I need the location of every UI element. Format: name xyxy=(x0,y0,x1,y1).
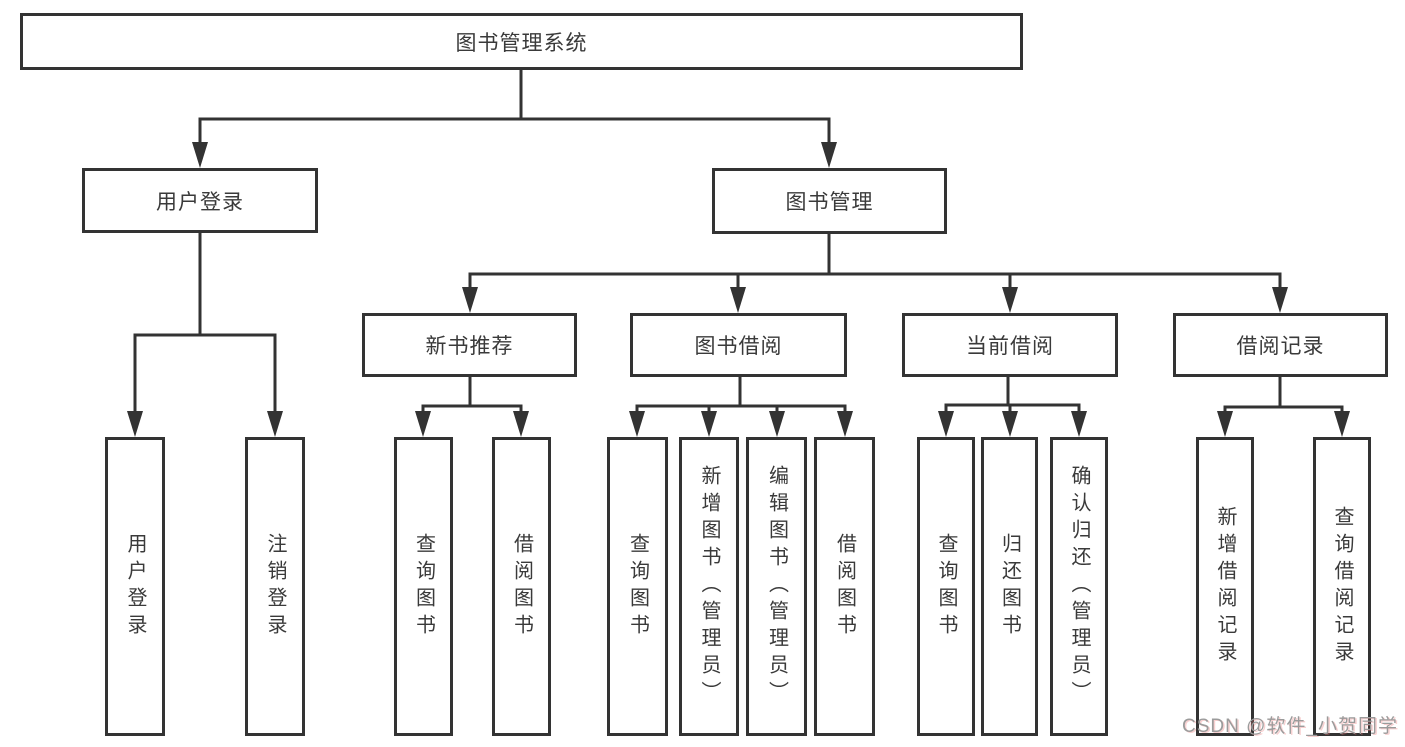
arrowhead-root-0 xyxy=(192,142,208,168)
node-label: 新增图书（管理员） xyxy=(698,465,720,708)
arrowhead-book-borrow-2 xyxy=(769,411,785,437)
node-label: 图书借阅 xyxy=(694,335,783,358)
node-label: 图书管理系统 xyxy=(455,31,588,55)
leaf-add-book-admin: 新增图书（管理员） xyxy=(679,437,739,736)
arrowhead-book-borrow-1 xyxy=(701,411,717,437)
arrowhead-borrow-records-0 xyxy=(1217,411,1233,437)
arrowhead-root-1 xyxy=(821,142,837,168)
node-label: 查询图书 xyxy=(626,532,649,641)
leaf-query-books-current: 查询图书 xyxy=(917,437,975,736)
node-label: 查询借阅记录 xyxy=(1331,505,1353,668)
leaf-query-borrow-record: 查询借阅记录 xyxy=(1313,437,1371,736)
node-library-management-system: 图书管理系统 xyxy=(20,13,1023,70)
arrowhead-new-book-rec-1 xyxy=(513,411,529,437)
leaf-query-books-recommend: 查询图书 xyxy=(394,437,453,736)
node-label: 注销登录 xyxy=(264,532,286,641)
leaf-user-login: 用户登录 xyxy=(105,437,165,736)
node-label: 用户登录 xyxy=(156,190,244,214)
arrowhead-new-book-rec-0 xyxy=(415,411,431,437)
node-label: 新增借阅记录 xyxy=(1214,505,1236,668)
node-label: 借阅图书 xyxy=(833,532,856,641)
arrowhead-current-borrow-1 xyxy=(1002,411,1018,437)
leaf-logout: 注销登录 xyxy=(245,437,305,736)
arrowhead-book-mgmt-3 xyxy=(1272,287,1288,313)
node-label: 查询图书 xyxy=(412,532,435,641)
node-new-book-recommendation: 新书推荐 xyxy=(362,313,577,377)
node-label: 新书推荐 xyxy=(425,335,514,358)
node-label: 查询图书 xyxy=(935,532,957,641)
leaf-query-books-borrowing: 查询图书 xyxy=(607,437,668,736)
node-label: 借阅记录 xyxy=(1236,335,1325,358)
node-label: 借阅图书 xyxy=(510,532,533,641)
watermark: CSDN @软件_小贺同学 xyxy=(1182,716,1398,737)
node-user-login: 用户登录 xyxy=(82,168,318,233)
node-book-management: 图书管理 xyxy=(712,168,947,234)
node-current-borrowing: 当前借阅 xyxy=(902,313,1118,377)
leaf-borrow-books-borrowing: 借阅图书 xyxy=(814,437,875,736)
node-book-borrowing: 图书借阅 xyxy=(630,313,847,377)
arrowhead-book-mgmt-0 xyxy=(462,287,478,313)
leaf-return-books: 归还图书 xyxy=(981,437,1038,736)
leaf-borrow-books-recommend: 借阅图书 xyxy=(492,437,551,736)
node-label: 归还图书 xyxy=(998,532,1021,641)
node-label: 用户登录 xyxy=(124,532,146,641)
arrowhead-user-login-0 xyxy=(127,411,143,437)
arrowhead-current-borrow-0 xyxy=(938,411,954,437)
arrowhead-book-borrow-0 xyxy=(629,411,645,437)
arrowhead-user-login-1 xyxy=(267,411,283,437)
arrowhead-book-mgmt-2 xyxy=(1002,287,1018,313)
arrowhead-book-mgmt-1 xyxy=(730,287,746,313)
leaf-confirm-return-admin: 确认归还（管理员） xyxy=(1050,437,1108,736)
node-label: 当前借阅 xyxy=(966,335,1054,358)
leaf-add-borrow-record: 新增借阅记录 xyxy=(1196,437,1254,736)
node-label: 图书管理 xyxy=(785,191,874,214)
arrowhead-book-borrow-3 xyxy=(837,411,853,437)
node-label: 确认归还（管理员） xyxy=(1068,465,1090,708)
node-label: 编辑图书（管理员） xyxy=(765,465,788,708)
arrowhead-borrow-records-1 xyxy=(1334,411,1350,437)
leaf-edit-book-admin: 编辑图书（管理员） xyxy=(746,437,807,736)
arrowhead-current-borrow-2 xyxy=(1071,411,1087,437)
node-borrowing-records: 借阅记录 xyxy=(1173,313,1388,377)
